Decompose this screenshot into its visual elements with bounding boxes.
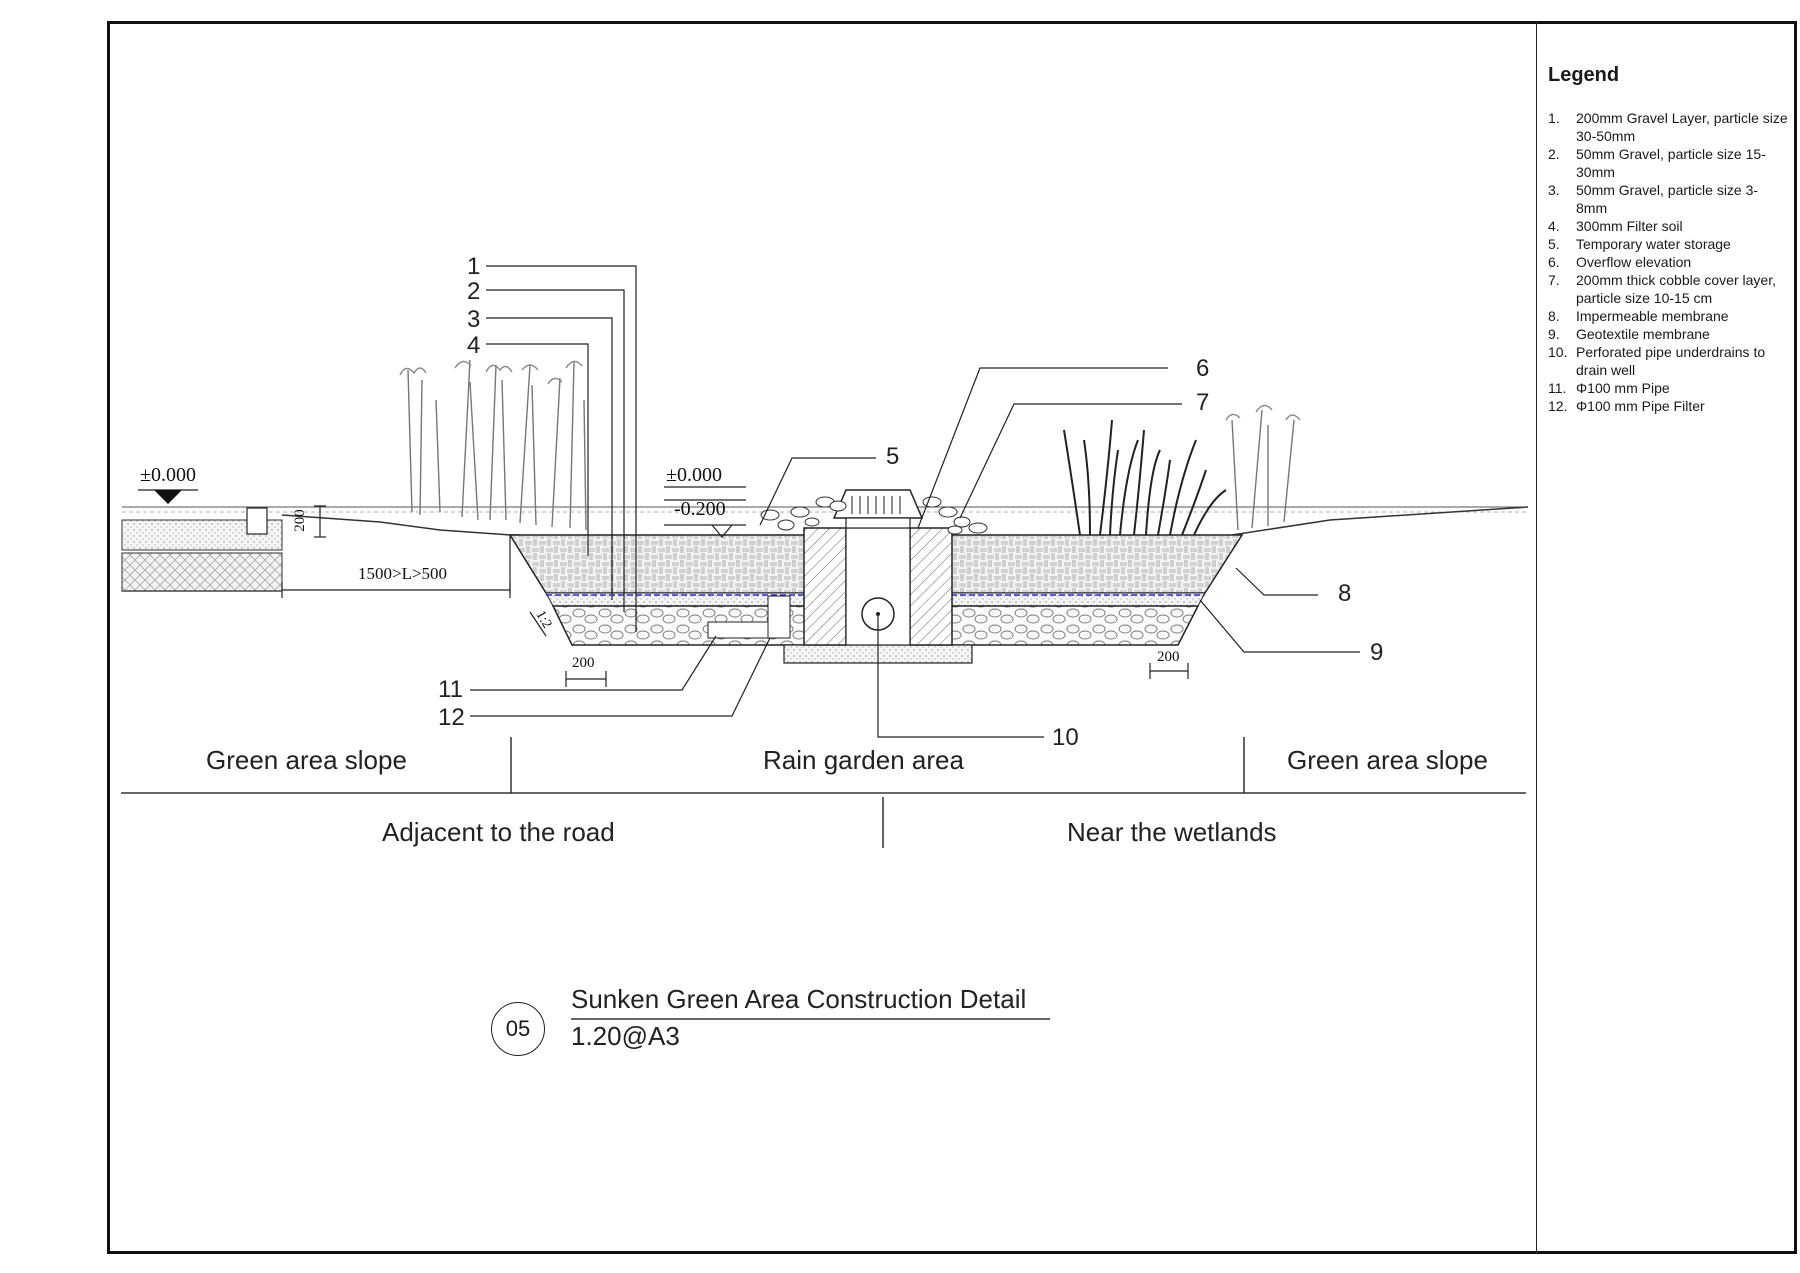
drawing-scale: 1.20@A3 bbox=[571, 1021, 680, 1051]
legend-panel: Legend 1. 200mm Gravel Layer, particle si… bbox=[1548, 64, 1788, 415]
legend-item-text: Temporary water storage bbox=[1576, 236, 1731, 252]
width-dimension-label: 1500>L>500 bbox=[358, 564, 448, 583]
legend-item-number: 12. bbox=[1548, 398, 1568, 414]
legend-item: 12. Φ100 mm Pipe Filter bbox=[1548, 397, 1788, 415]
legend-item-text: Φ100 mm Pipe Filter bbox=[1576, 398, 1705, 414]
zone-label-right-slope: Green area slope bbox=[1287, 745, 1488, 775]
legend-item-text: Impermeable membrane bbox=[1576, 308, 1729, 324]
zone-label-rain-garden: Rain garden area bbox=[763, 745, 964, 775]
road-structure bbox=[121, 506, 1528, 592]
zone-label-left-slope: Green area slope bbox=[206, 745, 407, 775]
legend-item: 5. Temporary water storage bbox=[1548, 235, 1788, 253]
callout-12: 12 bbox=[438, 704, 465, 731]
depth-dimension-label: 200 bbox=[291, 509, 308, 532]
grasses-right bbox=[1063, 419, 1227, 536]
legend-item: 7. 200mm thick cobble cover layer, partic… bbox=[1548, 271, 1788, 307]
legend-item-number: 10. bbox=[1548, 344, 1568, 360]
legend-item-number: 5. bbox=[1548, 236, 1560, 252]
elevation-marker-road bbox=[138, 489, 198, 504]
callout-1: 1 bbox=[467, 253, 481, 280]
legend-item: 4. 300mm Filter soil bbox=[1548, 217, 1788, 235]
legend-item-number: 6. bbox=[1548, 254, 1560, 270]
legend-item-text: 200mm Gravel Layer, particle size 30-50m… bbox=[1576, 110, 1788, 144]
legend-item-text: 50mm Gravel, particle size 3-8mm bbox=[1576, 182, 1759, 216]
legend-list: 1. 200mm Gravel Layer, particle size 30-5… bbox=[1548, 109, 1788, 415]
callout-5: 5 bbox=[886, 443, 900, 470]
callout-10: 10 bbox=[1052, 724, 1079, 751]
drawing-title: Sunken Green Area Construction Detail bbox=[571, 984, 1027, 1014]
elevation-marker-garden bbox=[664, 486, 746, 538]
drawing-number: 05 bbox=[491, 1002, 545, 1056]
callout-4: 4 bbox=[467, 332, 481, 359]
elevation-top-label: ±0.000 bbox=[666, 464, 722, 486]
legend-title: Legend bbox=[1548, 64, 1620, 86]
elevation-bottom-label: -0.200 bbox=[674, 498, 726, 520]
legend-item: 3. 50mm Gravel, particle size 3-8mm bbox=[1548, 181, 1788, 217]
legend-item: 1. 200mm Gravel Layer, particle size 30-5… bbox=[1548, 109, 1788, 145]
trees-right bbox=[1225, 404, 1301, 531]
legend-divider bbox=[1536, 21, 1537, 1254]
base-left-dimension-label: 200 bbox=[572, 655, 595, 671]
legend-item: 11. Φ100 mm Pipe bbox=[1548, 379, 1788, 397]
legend-item: 2. 50mm Gravel, particle size 15-30mm bbox=[1548, 145, 1788, 181]
legend-item-text: 50mm Gravel, particle size 15-30mm bbox=[1576, 146, 1766, 180]
base-right-dimension-label: 200 bbox=[1157, 649, 1180, 665]
callout-3: 3 bbox=[467, 306, 481, 333]
drawing-frame bbox=[107, 21, 1797, 1254]
callout-9: 9 bbox=[1370, 639, 1384, 666]
callout-8: 8 bbox=[1338, 580, 1352, 607]
callout-2: 2 bbox=[467, 278, 481, 305]
trees-left bbox=[399, 359, 587, 531]
legend-item-text: Perforated pipe underdrains to drain wel… bbox=[1576, 344, 1766, 378]
zone-label-road-side: Adjacent to the road bbox=[382, 817, 615, 847]
legend-item-text: Overflow elevation bbox=[1576, 254, 1692, 270]
pipe-filter bbox=[707, 621, 769, 639]
cobble-cover bbox=[760, 496, 988, 535]
callout-7: 7 bbox=[1196, 389, 1210, 416]
legend-item-number: 2. bbox=[1548, 146, 1560, 162]
legend-item-number: 7. bbox=[1548, 272, 1560, 288]
legend-item-text: Φ100 mm Pipe bbox=[1576, 380, 1670, 396]
legend-item-number: 3. bbox=[1548, 182, 1560, 198]
zone-label-wetland-side: Near the wetlands bbox=[1067, 817, 1277, 847]
callout-11: 11 bbox=[438, 676, 463, 703]
callout-6: 6 bbox=[1196, 355, 1210, 382]
legend-item-text: Geotextile membrane bbox=[1576, 326, 1710, 342]
legend-item-number: 9. bbox=[1548, 326, 1560, 342]
legend-item-number: 8. bbox=[1548, 308, 1560, 324]
legend-item-text: 300mm Filter soil bbox=[1576, 218, 1683, 234]
zone-dividers bbox=[121, 737, 1526, 1020]
legend-item: 9. Geotextile membrane bbox=[1548, 325, 1788, 343]
legend-item-text: 200mm thick cobble cover layer, particle… bbox=[1576, 272, 1776, 306]
legend-item: 8. Impermeable membrane bbox=[1548, 307, 1788, 325]
leader-lines bbox=[470, 265, 1360, 738]
legend-item-number: 4. bbox=[1548, 218, 1560, 234]
elevation-road-label: ±0.000 bbox=[140, 464, 196, 486]
legend-item-number: 1. bbox=[1548, 110, 1560, 126]
legend-item-number: 11. bbox=[1548, 380, 1567, 396]
legend-item: 6. Overflow elevation bbox=[1548, 253, 1788, 271]
ground-line bbox=[281, 514, 520, 536]
dimension-lines bbox=[281, 505, 1189, 687]
legend-item: 10. Perforated pipe underdrains to drain … bbox=[1548, 343, 1788, 379]
